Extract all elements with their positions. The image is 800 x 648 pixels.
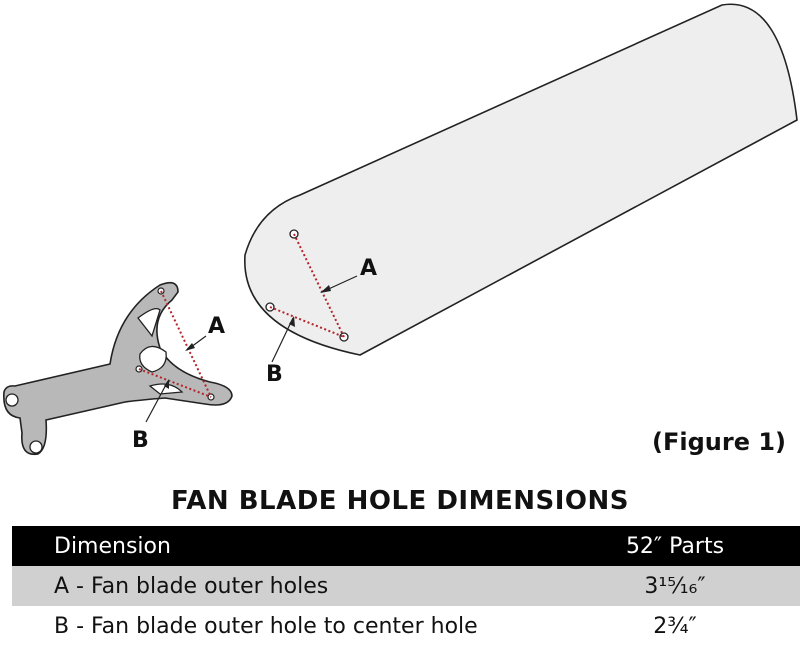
row-a-value: 3¹⁵⁄₁₆″ [644,573,706,599]
blade-dimension-a-line [293,233,345,338]
blade-callout-b-arrowhead [289,316,295,327]
table-row: A - Fan blade outer holes 3¹⁵⁄₁₆″ [12,566,800,606]
row-a-dimension: A - Fan blade outer holes [54,573,329,599]
fan-blade-diagram [3,3,798,456]
blade-callout-b-leader [271,317,294,363]
arm-callout-a: A [208,314,226,339]
table-header-row: Dimension 52″ Parts [12,526,800,566]
arm-callout-b: B [132,428,149,453]
row-b-value: 2¾″ [653,613,697,639]
row-b-dimension: B - Fan blade outer hole to center hole [54,613,478,639]
arm-cutout-lower [148,383,184,395]
blade-callout-a: A [360,256,378,281]
arm-dimension-a-line [160,290,212,398]
arm-mount-hole-bottom [29,440,43,454]
table-row: B - Fan blade outer hole to center hole … [12,606,800,646]
blade-arm [3,281,233,456]
arm-cutout-center [139,345,167,373]
fan-blade [244,3,798,356]
dimensions-table: Dimension 52″ Parts A - Fan blade outer … [12,526,800,646]
arm-callout-a-arrowhead [185,343,195,351]
figure-label: (Figure 1) [652,428,786,456]
arm-callout-b-arrowhead [164,379,169,389]
arm-dimension-b-line [138,368,212,398]
arm-cutout-upper [137,307,161,338]
arm-callout-b-leader [145,380,169,423]
blade-callout-a-arrowhead [320,285,331,293]
table-title: FAN BLADE HOLE DIMENSIONS [171,486,629,516]
arm-mount-hole-left [5,393,19,407]
header-dimension: Dimension [54,533,171,559]
blade-callout-b: B [266,362,283,387]
header-parts: 52″ Parts [625,533,725,559]
